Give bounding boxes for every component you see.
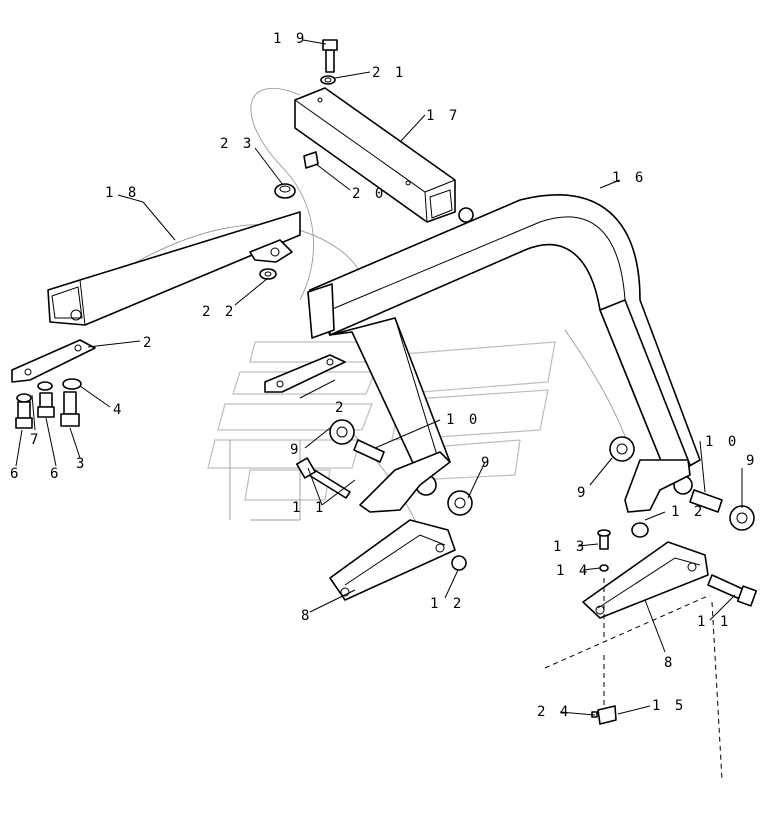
center-plate-2 bbox=[264, 354, 346, 393]
plate-8-right bbox=[582, 522, 758, 619]
label-11-right: 1 1 bbox=[697, 614, 731, 630]
label-4: 4 bbox=[113, 402, 124, 418]
label-12-left: 1 2 bbox=[430, 596, 464, 612]
label-14: 1 4 bbox=[556, 563, 590, 579]
part-18-left-tube bbox=[47, 211, 301, 326]
callout-leaders bbox=[15, 39, 743, 716]
label-9-c: 9 bbox=[577, 485, 588, 501]
label-6-right: 6 bbox=[50, 466, 61, 482]
label-9-b: 9 bbox=[481, 455, 492, 471]
label-9-d: 9 bbox=[746, 453, 757, 469]
label-2-left: 2 bbox=[143, 335, 154, 351]
label-11-left: 1 1 bbox=[292, 500, 326, 516]
label-2-center: 2 bbox=[335, 400, 346, 416]
part-17-upper-tube bbox=[294, 87, 456, 223]
dashed-lines bbox=[544, 578, 723, 781]
bolt-11-left bbox=[296, 457, 351, 499]
label-24: 2 4 bbox=[537, 704, 571, 720]
label-23: 2 3 bbox=[220, 136, 254, 152]
label-6-left: 6 bbox=[10, 466, 21, 482]
label-15: 1 5 bbox=[652, 698, 686, 714]
frame-feet-brackets bbox=[359, 451, 691, 513]
hardware-top bbox=[259, 39, 338, 280]
part-16-main-frame bbox=[307, 194, 701, 479]
label-12-right: 1 2 bbox=[671, 504, 705, 520]
label-9-a: 9 bbox=[290, 442, 301, 458]
label-21: 2 1 bbox=[372, 65, 406, 81]
label-18: 1 8 bbox=[105, 185, 139, 201]
hardware-left bbox=[11, 339, 96, 429]
label-8-right: 8 bbox=[664, 655, 675, 671]
label-10-center: 1 0 bbox=[446, 412, 480, 428]
label-3: 3 bbox=[76, 456, 87, 472]
label-17: 1 7 bbox=[426, 108, 460, 124]
part-labels: 1 9 2 1 1 7 2 3 2 0 1 6 1 8 2 2 2 2 4 7 … bbox=[10, 31, 757, 720]
label-22: 2 2 bbox=[202, 304, 236, 320]
label-19: 1 9 bbox=[273, 31, 307, 47]
label-8-left: 8 bbox=[301, 608, 312, 624]
label-13: 1 3 bbox=[553, 539, 587, 555]
label-20: 2 0 bbox=[352, 186, 386, 202]
label-16: 1 6 bbox=[612, 170, 646, 186]
label-7: 7 bbox=[30, 432, 41, 448]
plate-8-left bbox=[329, 519, 467, 601]
label-10-right: 1 0 bbox=[705, 434, 739, 450]
hardware-bottom bbox=[591, 529, 617, 725]
